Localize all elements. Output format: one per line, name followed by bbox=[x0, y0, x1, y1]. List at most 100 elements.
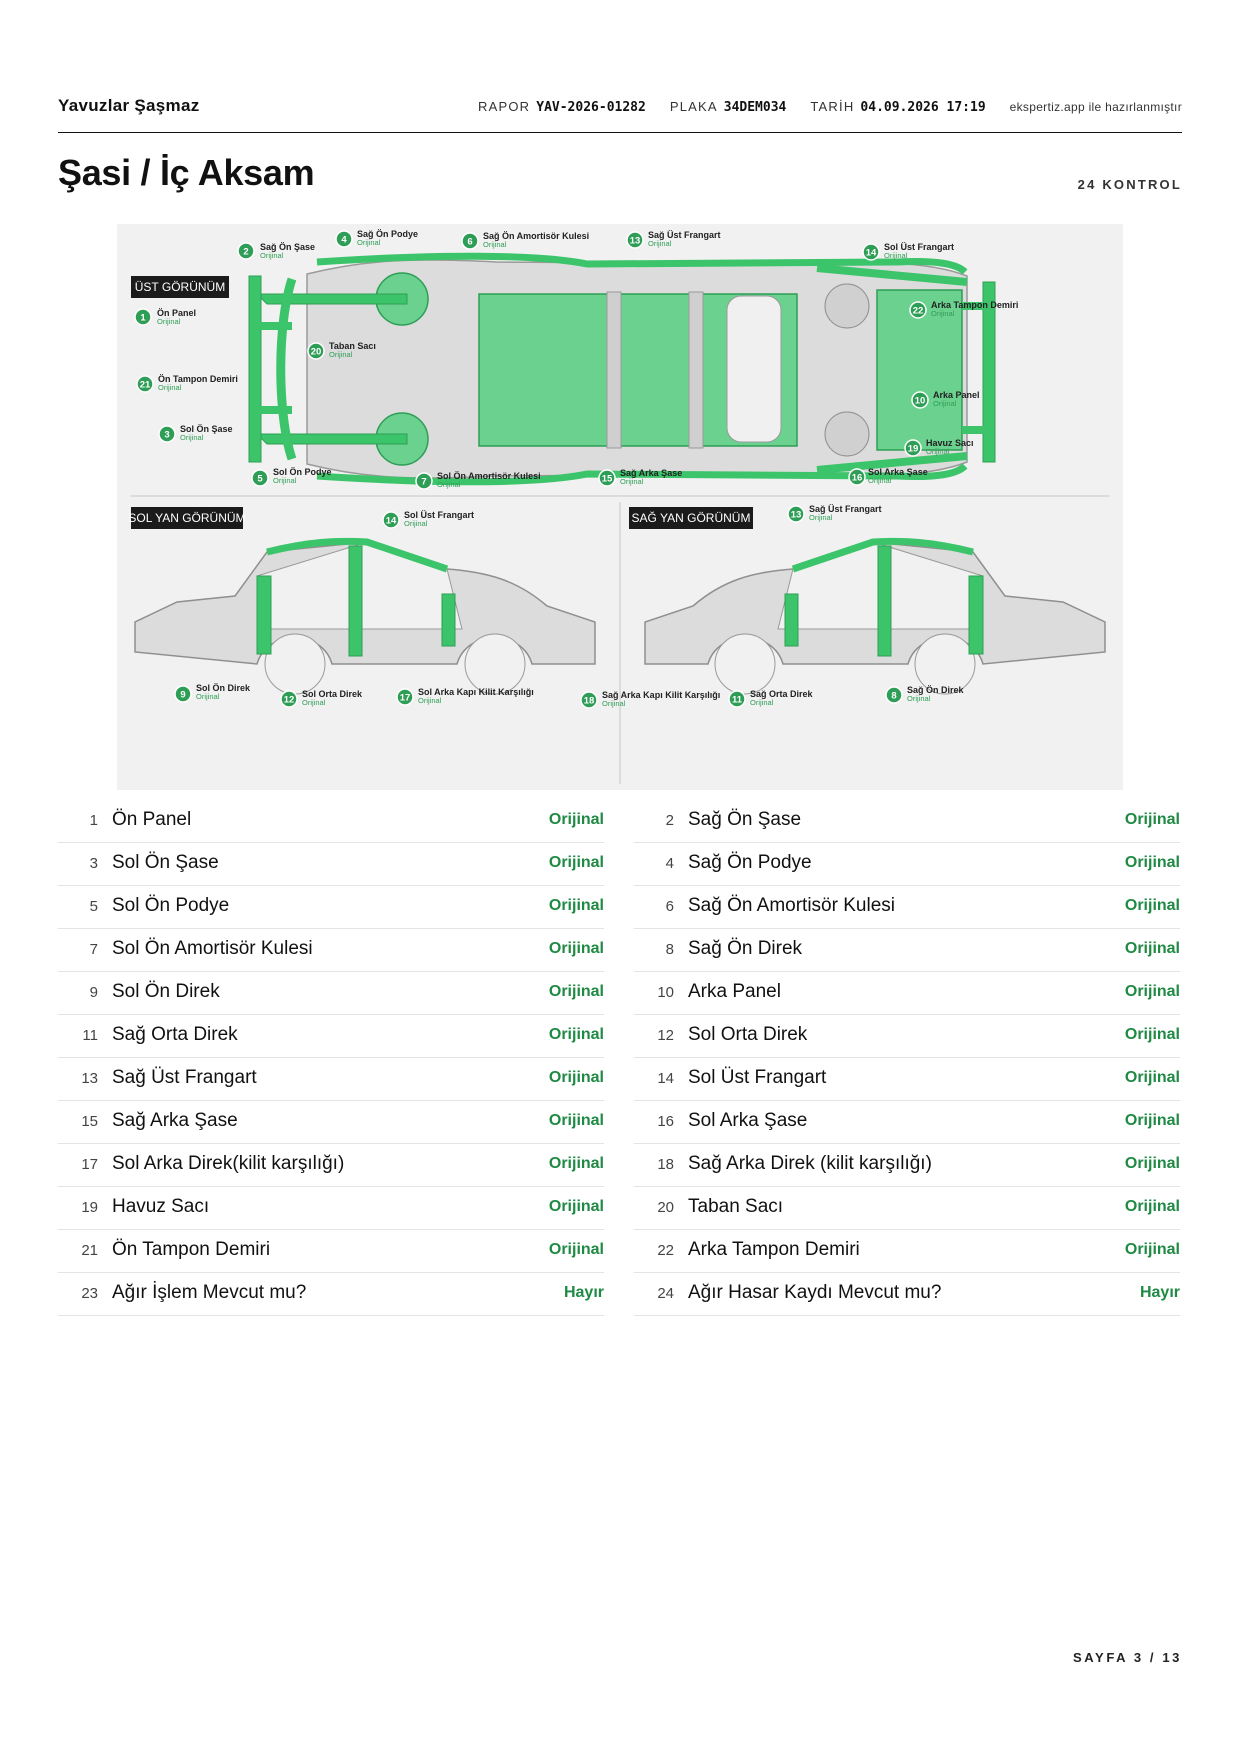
row-number: 10 bbox=[657, 984, 674, 1001]
callout-title: Sol Arka Kapı Kilit Karşılığı bbox=[418, 687, 534, 697]
callout-status: Orijinal bbox=[329, 350, 353, 359]
callout-number: 18 bbox=[584, 696, 595, 707]
part-name: Sol Ön Direk bbox=[112, 981, 220, 1002]
part-name: Sağ Arka Şase bbox=[112, 1110, 238, 1131]
part-name: Sağ Ön Amortisör Kulesi bbox=[688, 895, 895, 916]
callout-status: Orijinal bbox=[620, 477, 644, 486]
company-name: Yavuzlar Şaşmaz bbox=[58, 96, 200, 115]
callout-title: Sol Arka Şase bbox=[868, 467, 928, 477]
callout-number: 19 bbox=[908, 444, 919, 455]
callout-marker bbox=[598, 469, 616, 487]
callout-marker bbox=[396, 688, 414, 706]
callout-number: 8 bbox=[891, 691, 896, 702]
part-status: Orijinal bbox=[548, 983, 604, 1000]
row-number: 1 bbox=[89, 812, 98, 829]
callout-title: Sağ Ön Şase bbox=[260, 242, 315, 252]
row-number: 15 bbox=[81, 1113, 98, 1130]
callout-number: 13 bbox=[630, 236, 641, 247]
callout-marker bbox=[911, 391, 929, 409]
chassis-diagram: ÜST GÖRÜNÜM SOL YAN GÖRÜNÜM bbox=[117, 224, 1123, 790]
callout-marker bbox=[335, 230, 353, 248]
part-status: Orijinal bbox=[1124, 1026, 1180, 1043]
report-number: YAV-2026-01282 bbox=[536, 100, 646, 115]
part-status: Orijinal bbox=[548, 1112, 604, 1129]
part-status: Orijinal bbox=[1124, 1241, 1180, 1258]
part-name: Sağ Orta Direk bbox=[112, 1024, 238, 1045]
part-status: Orijinal bbox=[548, 811, 604, 828]
callout-title: Sol Orta Direk bbox=[302, 689, 363, 699]
part-name: Sağ Ön Direk bbox=[688, 938, 803, 959]
callout-title: Ön Tampon Demiri bbox=[158, 374, 238, 384]
callout-title: Sağ Ön Direk bbox=[907, 685, 965, 695]
part-status: Hayır bbox=[1139, 1284, 1180, 1301]
callout-status: Orijinal bbox=[302, 698, 326, 707]
row-number: 5 bbox=[89, 898, 98, 915]
callout-status: Orijinal bbox=[483, 240, 507, 249]
row-number: 9 bbox=[89, 984, 98, 1001]
row-number: 6 bbox=[665, 898, 674, 915]
part-status: Orijinal bbox=[1124, 811, 1180, 828]
callout-status: Orijinal bbox=[273, 476, 297, 485]
part-status: Orijinal bbox=[1124, 1198, 1180, 1215]
row-number: 22 bbox=[657, 1242, 674, 1259]
row-number: 18 bbox=[657, 1156, 674, 1173]
part-name: Ön Panel bbox=[112, 809, 192, 830]
date-label: TARİH bbox=[810, 99, 855, 114]
part-name: Sol Orta Direk bbox=[688, 1024, 808, 1045]
callout-marker bbox=[728, 690, 746, 708]
callout-status: Orijinal bbox=[884, 251, 908, 260]
callout-title: Sağ Üst Frangart bbox=[809, 504, 882, 514]
part-status: Orijinal bbox=[548, 1241, 604, 1258]
callout-status: Orijinal bbox=[648, 239, 672, 248]
callout-status: Orijinal bbox=[602, 699, 626, 708]
callout-number: 15 bbox=[602, 474, 613, 485]
callout-title: Sağ Ön Podye bbox=[357, 229, 418, 239]
callout-status: Orijinal bbox=[357, 238, 381, 247]
callout-marker bbox=[904, 439, 922, 457]
callout-marker bbox=[885, 686, 903, 704]
callout-number: 5 bbox=[257, 474, 263, 485]
callout-marker bbox=[280, 690, 298, 708]
part-name: Sol Arka Şase bbox=[688, 1110, 808, 1131]
callout-number: 7 bbox=[421, 477, 426, 488]
callout-status: Orijinal bbox=[404, 519, 428, 528]
part-status: Orijinal bbox=[548, 1069, 604, 1086]
credit-text: ekspertiz.app ile hazırlanmıştır bbox=[1009, 100, 1182, 114]
callout-status: Orijinal bbox=[260, 251, 284, 260]
row-number: 14 bbox=[657, 1070, 674, 1087]
part-name: Sol Ön Podye bbox=[112, 895, 230, 916]
callout-title: Arka Tampon Demiri bbox=[931, 300, 1018, 310]
callout-title: Ön Panel bbox=[157, 308, 196, 318]
callout-marker bbox=[136, 375, 154, 393]
callout-marker bbox=[237, 242, 255, 260]
callout-title: Sol Ön Amortisör Kulesi bbox=[437, 471, 541, 481]
callout-title: Sol Ön Direk bbox=[196, 683, 251, 693]
part-status: Orijinal bbox=[548, 854, 604, 871]
left-side-illustration bbox=[134, 537, 596, 695]
callout-title: Sol Ön Podye bbox=[273, 467, 332, 477]
part-status: Orijinal bbox=[1124, 1112, 1180, 1129]
plate-number: 34DEM034 bbox=[723, 100, 787, 115]
part-name: Sağ Arka Direk (kilit karşılığı) bbox=[688, 1153, 932, 1174]
